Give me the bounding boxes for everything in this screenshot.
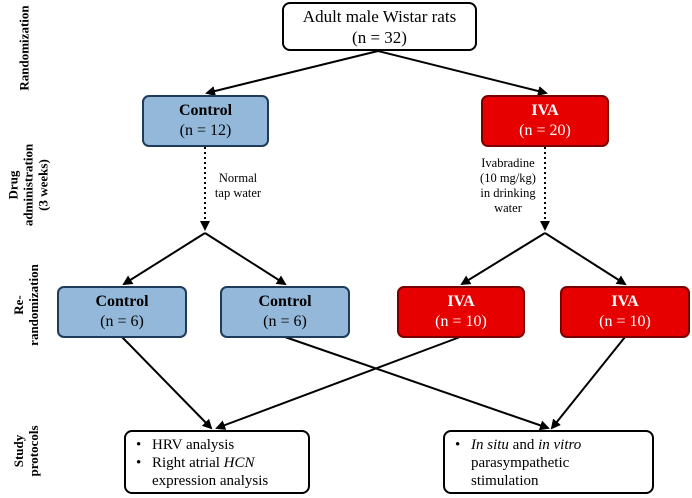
side-label-drug-line2: administration: [20, 143, 36, 227]
protocol-item-in-situ: In situ: [471, 437, 509, 453]
protocol-item-hcn-pre: Right atrial: [152, 455, 224, 471]
side-label-drug-line1: Drug: [5, 170, 21, 200]
arrow-top-to-iva: [377, 50, 548, 96]
iva-group-count: (n = 20): [519, 122, 571, 139]
control-subgroup-b: Control (n = 6): [220, 286, 350, 338]
control-treatment-note: Normal tap water: [208, 171, 268, 201]
protocol-item-stimulation: • In situ and in vitro parasympathetic s…: [455, 436, 644, 490]
protocol-box-stimulation: • In situ and in vitro parasympathetic s…: [443, 430, 654, 494]
side-label-drug-line3: (3 weeks): [35, 159, 51, 211]
side-label-rerand-line1: Re-: [11, 295, 26, 315]
protocol-item-line3: stimulation: [471, 473, 539, 489]
control-group-count: (n = 12): [179, 122, 232, 139]
side-label-randomization: Randomization: [17, 5, 32, 90]
iva-note-line2: (10 mg/kg): [480, 171, 536, 185]
arrow-control-split-right: [204, 232, 287, 286]
iva-group-box: IVA (n = 20): [481, 95, 609, 147]
iva-subgroup-a: IVA (n = 10): [397, 286, 525, 338]
side-label-protocols-line1: Study: [11, 434, 26, 468]
control-subgroup-a-title: Control: [95, 293, 149, 310]
population-box: Adult male Wistar rats (n = 32): [282, 2, 477, 51]
protocol-item-hrv-text: HRV analysis: [152, 437, 235, 453]
protocol-box-hrv-hcn: • HRV analysis • Right atrial HCN expres…: [124, 430, 310, 494]
iva-note-line1: Ivabradine: [481, 156, 535, 170]
arrow-control-split-left: [122, 232, 206, 286]
protocol-item-line2: parasympathetic: [471, 455, 570, 471]
side-label-study-protocols: Study protocols: [11, 425, 41, 476]
iva-subgroup-a-title: IVA: [447, 293, 475, 310]
control-group-title: Control: [178, 102, 233, 119]
control-note-line2: tap water: [214, 186, 262, 200]
iva-subgroup-b-count: (n = 10): [599, 313, 651, 330]
protocol-item-hrv: • HRV analysis: [136, 436, 300, 454]
side-label-drug-administration: Drug administration (3 weeks): [6, 144, 51, 226]
side-label-rerand-line2: randomization: [26, 264, 41, 346]
arrow-iva-split-right: [544, 232, 627, 286]
bullet-icon: •: [455, 437, 461, 453]
arrow-top-to-control: [205, 50, 379, 96]
bullet-icon: •: [136, 437, 142, 453]
control-subgroup-a-count: (n = 6): [100, 313, 144, 330]
iva-subgroup-b-title: IVA: [611, 293, 639, 310]
protocol-item-hcn-line2: expression analysis: [152, 473, 269, 489]
control-subgroup-b-count: (n = 6): [263, 313, 307, 330]
protocol-item-and: and: [508, 437, 539, 453]
arrow-control-a-to-left-protocol: [121, 336, 213, 430]
population-line2: (n = 32): [352, 27, 407, 47]
protocol-item-hcn-gene: HCN: [223, 455, 255, 471]
protocol-item-hcn: • Right atrial HCN expression analysis: [136, 454, 300, 490]
control-subgroup-a: Control (n = 6): [57, 286, 187, 338]
bullet-icon: •: [136, 455, 142, 471]
arrow-iva-a-to-left-protocol: [215, 336, 461, 430]
side-label-protocols-line2: protocols: [26, 425, 41, 477]
control-note-line1: Normal: [218, 171, 258, 185]
arrow-iva-b-to-right-protocol: [550, 336, 626, 430]
iva-note-line3: in drinking: [480, 186, 536, 200]
side-label-re-randomization: Re- randomization: [11, 264, 41, 346]
iva-group-title: IVA: [531, 102, 559, 119]
iva-note-line4: water: [494, 201, 522, 215]
population-line1: Adult male Wistar rats: [302, 6, 457, 26]
protocol-item-in-vitro: in vitro: [538, 437, 582, 453]
iva-treatment-note: Ivabradine (10 mg/kg) in drinking water: [475, 156, 541, 216]
arrow-iva-split-left: [460, 232, 546, 286]
arrow-control-b-to-right-protocol: [284, 336, 550, 431]
iva-subgroup-b: IVA (n = 10): [560, 286, 690, 338]
iva-subgroup-a-count: (n = 10): [435, 313, 487, 330]
control-group-box: Control (n = 12): [142, 95, 269, 147]
control-subgroup-b-title: Control: [258, 293, 312, 310]
side-label-randomization-text: Randomization: [16, 5, 32, 91]
